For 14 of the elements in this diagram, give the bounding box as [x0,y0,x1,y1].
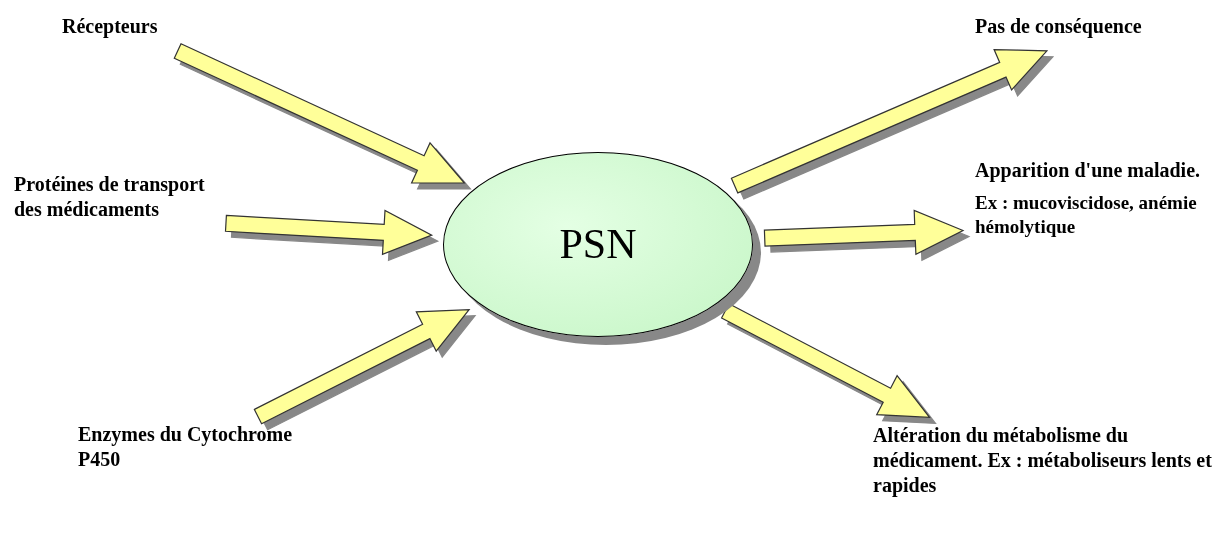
node-label: PSN [559,220,637,270]
block-arrow [224,209,434,256]
text-label: Pas de conséquence [975,14,1143,39]
block-arrow [730,48,1049,194]
text-label: Altération du métabolisme du médicament. Ex : métaboliseurs lents et rapides [873,423,1213,498]
text-label: Protéines de transport des médicaments [14,172,206,222]
text-label: Apparition d'une maladie. [975,158,1202,183]
block-arrow [173,43,466,184]
block-arrow [720,303,931,419]
block-arrow [763,209,965,256]
example-text: Ex : mucoviscidose, anémie hémolytique [975,191,1198,239]
text-label: Récepteurs [62,14,159,39]
block-arrow [253,309,471,425]
text-label: Enzymes du Cytochrome P450 [78,422,294,472]
